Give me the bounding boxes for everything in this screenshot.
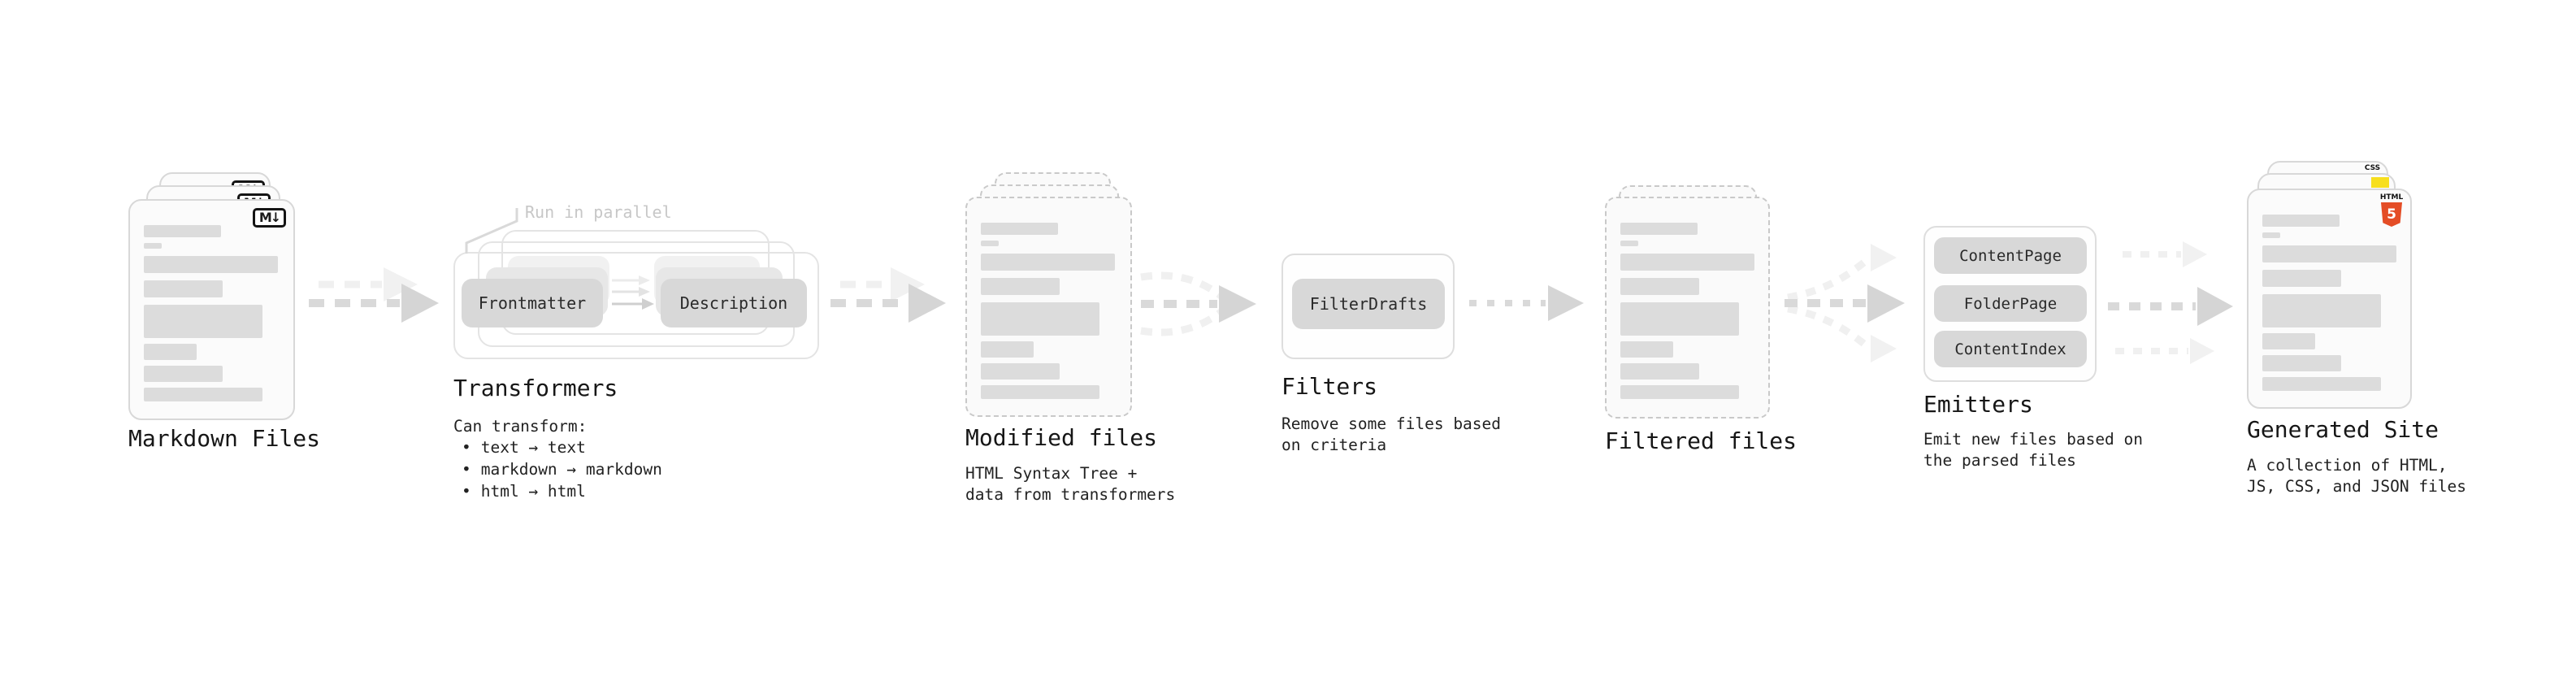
html5-label: HTML: [2379, 193, 2404, 202]
placeholder-bar: [2262, 294, 2381, 327]
placeholder-bar: [981, 385, 1099, 399]
placeholder-bar: [144, 243, 162, 249]
css-label: CSS: [2364, 164, 2381, 172]
placeholder-bar: [1620, 302, 1739, 336]
bullet-glyph: •: [462, 482, 471, 501]
placeholder-bar: [144, 225, 221, 237]
emitters-description: Emit new files based on the parsed files: [1923, 429, 2143, 471]
placeholder-bar: [144, 280, 223, 297]
markdown-icon: M↓: [253, 208, 286, 228]
description-line: JS, CSS, and JSON files: [2247, 477, 2467, 496]
arrow-transformers-to-modified: [830, 267, 946, 323]
description-line: on criteria: [1281, 436, 1387, 454]
placeholder-bar: [2262, 333, 2315, 349]
modified-files-description: HTML Syntax Tree + data from transformer…: [965, 463, 1175, 505]
description-line: HTML Syntax Tree +: [965, 464, 1138, 483]
placeholder-bar: [144, 366, 223, 382]
markdown-file-card-front: M↓: [128, 199, 295, 420]
placeholder-bar: [2262, 232, 2280, 238]
bullet-glyph: •: [462, 460, 471, 479]
bullet-text: markdown → markdown: [480, 460, 662, 479]
placeholder-bar: [144, 388, 262, 401]
placeholder-bar: [981, 254, 1115, 271]
description-line: Can transform:: [453, 417, 588, 436]
placeholder-bar: [144, 256, 278, 273]
generated-site-title: Generated Site: [2247, 416, 2439, 443]
placeholder-bar: [981, 241, 999, 246]
filtered-files-title: Filtered files: [1605, 427, 1798, 454]
description-line: A collection of HTML,: [2247, 456, 2448, 475]
transform-bullet: • text → text: [462, 437, 586, 458]
placeholder-bar: [1620, 223, 1698, 235]
markdown-files-title: Markdown Files: [128, 425, 321, 452]
arrow-modified-to-filters: [1140, 271, 1256, 336]
javascript-file-icon: [2371, 177, 2389, 188]
arrow-emitters-to-generated: [2108, 241, 2233, 364]
folderpage-pill: FolderPage: [1934, 285, 2087, 322]
generated-site-description: A collection of HTML, JS, CSS, and JSON …: [2247, 455, 2466, 497]
placeholder-bar: [2262, 377, 2381, 391]
transform-bullet: • markdown → markdown: [462, 459, 662, 480]
description-line: data from transformers: [965, 485, 1176, 504]
placeholder-bar: [981, 302, 1099, 336]
modified-file-card-front: [965, 197, 1132, 417]
emitters-title: Emitters: [1923, 391, 2033, 418]
placeholder-bar: [1620, 363, 1699, 380]
bullet-text: html → html: [480, 482, 586, 501]
filtered-file-card-front: [1605, 197, 1770, 419]
placeholder-bar: [1620, 385, 1739, 399]
filterdrafts-pill: FilterDrafts: [1292, 279, 1445, 329]
placeholder-bar: [981, 363, 1060, 380]
html5-shield: 5: [2381, 202, 2402, 227]
placeholder-bar: [144, 305, 262, 338]
filters-title: Filters: [1281, 373, 1378, 400]
transform-bullet: • html → html: [462, 481, 586, 502]
contentpage-pill: ContentPage: [1934, 237, 2087, 274]
description-line: the parsed files: [1923, 451, 2076, 470]
generated-file-card-front: HTML 5: [2247, 189, 2412, 409]
arrow-markdown-to-transformers: [309, 267, 439, 323]
arrow-filters-to-filtered: [1469, 285, 1584, 321]
transformer-box-front: [453, 252, 819, 359]
placeholder-bar: [1620, 341, 1673, 358]
modified-files-title: Modified files: [965, 424, 1158, 451]
placeholder-bar: [981, 278, 1060, 295]
run-in-parallel-annotation: Run in parallel: [525, 202, 672, 222]
filters-description: Remove some files based on criteria: [1281, 414, 1501, 456]
description-pill: Description: [661, 279, 807, 327]
placeholder-bar: [1620, 278, 1699, 295]
contentindex-pill: ContentIndex: [1934, 331, 2087, 367]
html5-number: 5: [2387, 206, 2396, 223]
placeholder-bar: [2262, 215, 2340, 227]
placeholder-bar: [1620, 241, 1638, 246]
placeholder-bar: [144, 344, 197, 360]
bullet-text: text → text: [480, 438, 586, 457]
transformers-description-heading: Can transform:: [453, 416, 587, 437]
placeholder-bar: [1620, 254, 1754, 271]
description-line: Emit new files based on: [1923, 430, 2144, 449]
bullet-glyph: •: [462, 438, 471, 457]
transformers-title: Transformers: [453, 375, 618, 401]
description-line: Remove some files based: [1281, 414, 1502, 433]
arrow-filtered-to-emitters: [1785, 244, 1905, 362]
placeholder-bar: [2262, 270, 2341, 287]
html5-icon: HTML 5: [2379, 193, 2404, 227]
placeholder-bar: [2262, 245, 2396, 262]
frontmatter-pill: Frontmatter: [462, 279, 603, 327]
placeholder-bar: [2262, 355, 2341, 371]
placeholder-bar: [981, 223, 1058, 235]
placeholder-bar: [981, 341, 1034, 358]
